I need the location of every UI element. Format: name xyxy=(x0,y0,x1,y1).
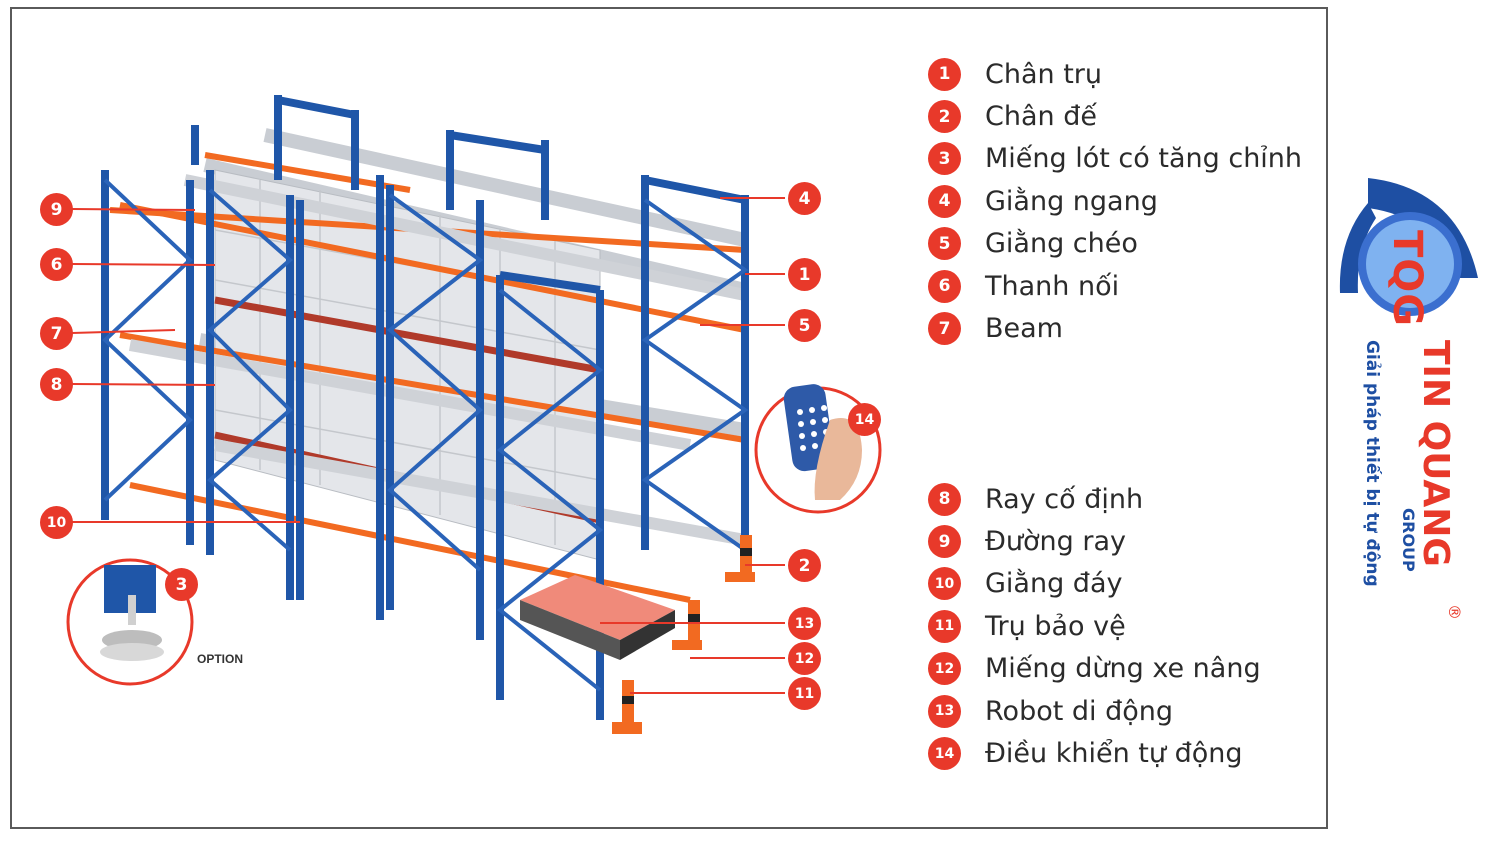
legend-number: 11 xyxy=(928,609,961,643)
legend-list-top: 1 Chân trụ 2 Chân đế 3 Miếng lót có tăng ch… xyxy=(928,53,1302,350)
leader-lines xyxy=(71,197,785,694)
legend-label: Trụ bảo vệ xyxy=(985,610,1126,642)
rack-diagram xyxy=(66,95,882,734)
logo-registered: ® xyxy=(1445,604,1464,620)
legend-item: 10 Giằng đáy xyxy=(928,563,1261,605)
tqg-emblem-icon xyxy=(1339,178,1478,316)
logo-mark: TQG xyxy=(1384,230,1430,328)
callout-10: 10 xyxy=(40,506,73,539)
legend-label: Miếng lót có tăng chỉnh xyxy=(985,143,1303,175)
option-label: OPTION xyxy=(197,652,244,666)
legend-label: Giằng ngang xyxy=(985,185,1158,217)
legend-item: 11 Trụ bảo vệ xyxy=(928,605,1261,647)
legend-number: 14 xyxy=(928,737,961,771)
callout-7: 7 xyxy=(40,317,73,350)
legend-label: Giằng đáy xyxy=(985,568,1123,600)
legend-list-bottom: 8 Ray cố định 9 Đường ray 10 Giằng đáy 11 Tr… xyxy=(928,478,1261,775)
logo-group: GROUP xyxy=(1399,508,1418,572)
legend-number: 12 xyxy=(928,652,961,686)
legend-label: Robot di động xyxy=(985,695,1174,727)
legend-number: 5 xyxy=(928,227,961,261)
callout-4: 4 xyxy=(788,182,821,215)
legend-number: 7 xyxy=(928,312,961,346)
callout-2: 2 xyxy=(788,549,821,582)
legend-number: 1 xyxy=(928,57,961,91)
callout-5: 5 xyxy=(788,309,821,342)
remote-inset xyxy=(754,384,882,514)
callout-13: 13 xyxy=(788,607,821,640)
legend-item: 12 Miếng dừng xe nâng xyxy=(928,648,1261,690)
callout-1: 1 xyxy=(788,258,821,291)
legend-item: 5 Giằng chéo xyxy=(928,223,1302,265)
callout-6: 6 xyxy=(40,248,73,281)
legend-label: Miếng dừng xe nâng xyxy=(985,653,1261,685)
legend-number: 6 xyxy=(928,269,961,303)
legend-label: Chân trụ xyxy=(985,58,1103,90)
legend-item: 13 Robot di động xyxy=(928,690,1261,732)
legend-item: 9 Đường ray xyxy=(928,520,1261,562)
legend-label: Điều khiển tự động xyxy=(985,738,1243,770)
legend-item: 14 Điều khiển tự động xyxy=(928,732,1261,774)
legend-number: 8 xyxy=(928,482,961,516)
legend-item: 6 Thanh nối xyxy=(928,265,1302,307)
blue-uprights xyxy=(101,95,749,720)
tin-quang-logo: TQG TIN QUANG GROUP ® Giải pháp thiết bị… xyxy=(1338,178,1488,638)
legend-label: Đường ray xyxy=(985,526,1127,558)
foot-inset xyxy=(66,558,194,686)
legend-label: Thanh nối xyxy=(985,270,1120,302)
legend-label: Chân đế xyxy=(985,101,1097,133)
callout-3: 3 xyxy=(165,568,198,601)
legend-label: Ray cố định xyxy=(985,483,1144,515)
callout-14: 14 xyxy=(848,403,881,436)
callout-11: 11 xyxy=(788,677,821,710)
blue-bracing xyxy=(102,178,749,692)
legend-number: 3 xyxy=(928,142,961,176)
legend-number: 4 xyxy=(928,184,961,218)
callout-8: 8 xyxy=(40,368,73,401)
logo-tagline: Giải pháp thiết bị tự động xyxy=(1362,340,1382,587)
logo-brand: TIN QUANG xyxy=(1415,340,1456,567)
legend-label: Giằng chéo xyxy=(985,228,1138,260)
callout-9: 9 xyxy=(40,193,73,226)
legend-number: 10 xyxy=(928,567,961,601)
legend-item: 3 Miếng lót có tăng chỉnh xyxy=(928,138,1302,180)
legend-item: 2 Chân đế xyxy=(928,95,1302,137)
legend-label: Beam xyxy=(985,313,1063,345)
callout-12: 12 xyxy=(788,642,821,675)
mobile-robot xyxy=(520,575,675,660)
legend-item: 7 Beam xyxy=(928,307,1302,349)
legend-item: 4 Giằng ngang xyxy=(928,180,1302,222)
legend-number: 2 xyxy=(928,100,961,134)
legend-number: 9 xyxy=(928,525,961,559)
legend-item: 8 Ray cố định xyxy=(928,478,1261,520)
legend-number: 13 xyxy=(928,694,961,728)
legend-item: 1 Chân trụ xyxy=(928,53,1302,95)
